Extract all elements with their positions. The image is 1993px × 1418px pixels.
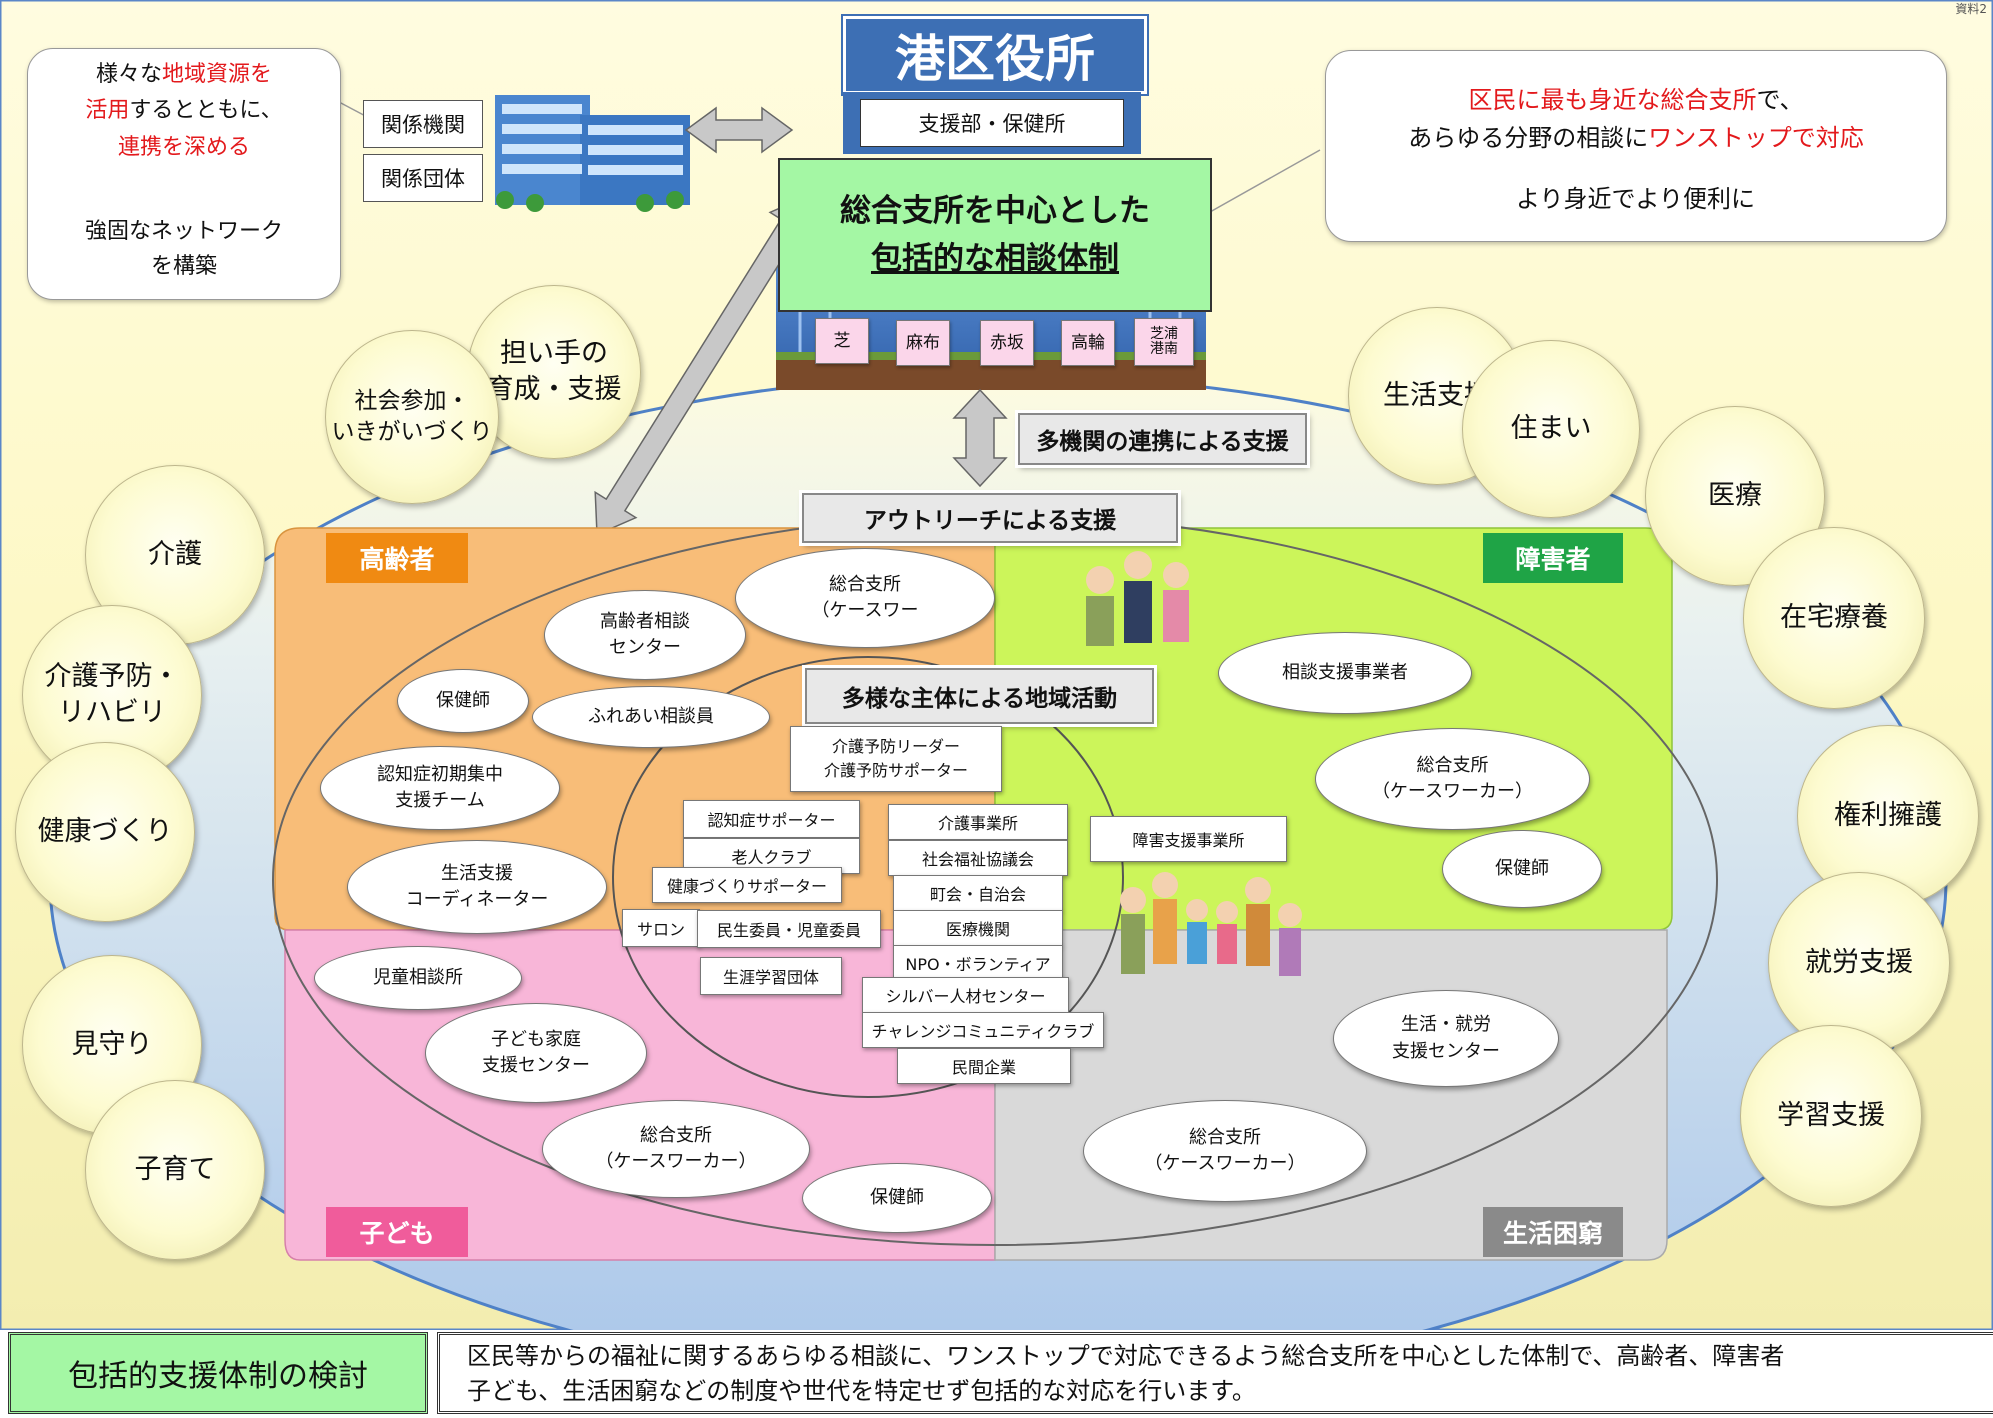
- city-office-title: 港区役所: [843, 16, 1147, 94]
- community-shakyo: 社会福祉協議会: [888, 840, 1068, 876]
- circle-gakushu-shien: 学習支援: [1740, 1025, 1922, 1207]
- elderly-sogo-shisho: 総合支所 （ケースワー: [735, 548, 995, 648]
- community-challenge-club: チャレンジコミュニティクラブ: [862, 1012, 1104, 1048]
- community-salon: サロン: [622, 909, 700, 947]
- outreach-label: アウトリーチによる支援: [802, 493, 1178, 543]
- department-label: 支援部・保健所: [860, 99, 1124, 147]
- multi-agency-label: 多機関の連携による支援: [1018, 413, 1307, 465]
- community-people-illustration: [1120, 872, 1302, 976]
- related-org-label: 関係機関: [363, 100, 483, 148]
- children-hokenshi: 保健師: [802, 1163, 992, 1233]
- children-sogo-shisho: 総合支所 （ケースワーカー）: [542, 1100, 810, 1198]
- left-callout-result-line1: 強固なネットワーク: [84, 219, 283, 244]
- left-callout: 様々な地域資源を 活用するとともに、 連携を深める 強固なネットワーク を構築: [27, 48, 341, 300]
- community-minsei-iin: 民生委員・児童委員: [697, 910, 881, 948]
- right-callout-line3: より身近でより便利に: [1516, 185, 1756, 213]
- left-callout-line3: 連携を深める: [117, 134, 250, 160]
- community-chokai: 町会・自治会: [893, 875, 1063, 911]
- circle-shakai-sanka: 社会参加・ いきがいづくり: [325, 330, 499, 504]
- footer-text-line1: 区民等からの福祉に関するあらゆる相談に、ワンストップで対応できるよう総合支所を中…: [467, 1342, 1785, 1370]
- community-npo-volunteer: NPO・ボランティア: [893, 945, 1063, 981]
- family-illustration: [1086, 551, 1189, 646]
- right-callout-line2: あらゆる分野の相談にワンストップで対応: [1408, 124, 1864, 153]
- left-callout-result-line2: を構築: [150, 254, 217, 280]
- disabled-sogo-shisho: 総合支所 （ケースワーカー）: [1315, 728, 1590, 830]
- diverse-activity-label: 多様な主体による地域活動: [805, 668, 1154, 724]
- footer-title: 包括的支援体制の検討: [8, 1332, 428, 1414]
- system-line1: 総合支所を中心とした: [840, 192, 1150, 229]
- page-number: 資料2: [1955, 2, 1987, 16]
- children-family-support-center: 子ども家庭 支援センター: [425, 1003, 647, 1103]
- double-arrow-horizontal: [684, 106, 794, 154]
- elderly-coordinator: 生活支援 コーディネーター: [347, 840, 607, 934]
- circle-shuro-shien: 就労支援: [1768, 872, 1950, 1054]
- poverty-sogo-shisho: 総合支所 （ケースワーカー）: [1083, 1100, 1367, 1202]
- community-kaigo-yobo-leader: 介護予防リーダー 介護予防サポーター: [790, 726, 1002, 792]
- community-silver-center: シルバー人材センター: [862, 977, 1069, 1013]
- system-line2: 包括的な相談体制: [871, 241, 1119, 277]
- disabled-soudan: 相談支援事業者: [1218, 632, 1472, 714]
- circle-kaigo-yobo: 介護予防・ リハビリ: [22, 605, 202, 785]
- elderly-consultation-center: 高齢者相談 センター: [544, 590, 746, 680]
- circle-kenko-zukuri: 健康づくり: [15, 742, 195, 922]
- branch-shiba: 芝: [815, 318, 869, 364]
- circle-sumai: 住まい: [1462, 340, 1640, 518]
- quadrant-label-disabled: 障害者: [1483, 533, 1623, 583]
- quadrant-label-elderly: 高齢者: [326, 533, 468, 583]
- city-hall-upper: 支援部・保健所: [843, 92, 1141, 154]
- left-callout-line2: 活用するとともに、: [85, 98, 283, 124]
- left-callout-line1: 様々な地域資源を: [95, 62, 273, 87]
- disabled-hokenshi: 保健師: [1442, 830, 1602, 908]
- quadrant-label-poverty: 生活困窮: [1483, 1207, 1623, 1257]
- quadrant-label-children: 子ども: [326, 1207, 468, 1257]
- branch-azabu: 麻布: [896, 320, 950, 366]
- circle-zaitaku-ryoyo: 在宅療養: [1743, 527, 1925, 709]
- community-kaigo-jigyosho: 介護事業所: [888, 804, 1068, 840]
- related-buildings-icon: [495, 95, 690, 212]
- elderly-fureai: ふれあい相談員: [532, 686, 770, 748]
- community-ninchisho-supporter: 認知症サポーター: [683, 800, 860, 838]
- elderly-ninchisho-team: 認知症初期集中 支援チーム: [320, 746, 560, 830]
- branch-akasaka: 赤坂: [980, 320, 1034, 366]
- branch-shibaura-konan: 芝浦 港南: [1134, 318, 1194, 366]
- footer-text-line2: 子ども、生活困窮などの制度や世代を特定せず包括的な対応を行います。: [467, 1376, 1256, 1405]
- community-minkan-kigyo: 民間企業: [897, 1048, 1071, 1084]
- children-jido-soudan: 児童相談所: [314, 946, 522, 1010]
- related-group-label: 関係団体: [363, 154, 483, 202]
- right-callout: 区民に最も身近な総合支所で、 あらゆる分野の相談にワンストップで対応 より身近で…: [1325, 50, 1947, 242]
- branch-takanawa: 高輪: [1061, 320, 1115, 366]
- community-kenko-supporter: 健康づくりサポーター: [652, 867, 842, 903]
- community-iryo-kikan: 医療機関: [893, 910, 1063, 946]
- right-callout-line1: 区民に最も身近な総合支所で、: [1468, 86, 1804, 114]
- disabled-jigyosho: 障害支援事業所: [1090, 816, 1287, 862]
- diverse-activity-ellipse: [612, 656, 1124, 1098]
- poverty-shuro-center: 生活・就労 支援センター: [1333, 990, 1559, 1087]
- circle-kosodate: 子育て: [85, 1080, 265, 1260]
- footer-description: 区民等からの福祉に関するあらゆる相談に、ワンストップで対応できるよう総合支所を中…: [437, 1332, 1993, 1414]
- elderly-hokenshi: 保健師: [397, 669, 529, 733]
- double-arrow-vertical: [952, 388, 1008, 488]
- consultation-system-box: 総合支所を中心とした 包括的な相談体制: [778, 158, 1212, 312]
- community-shogai-gakushu: 生涯学習団体: [700, 957, 842, 995]
